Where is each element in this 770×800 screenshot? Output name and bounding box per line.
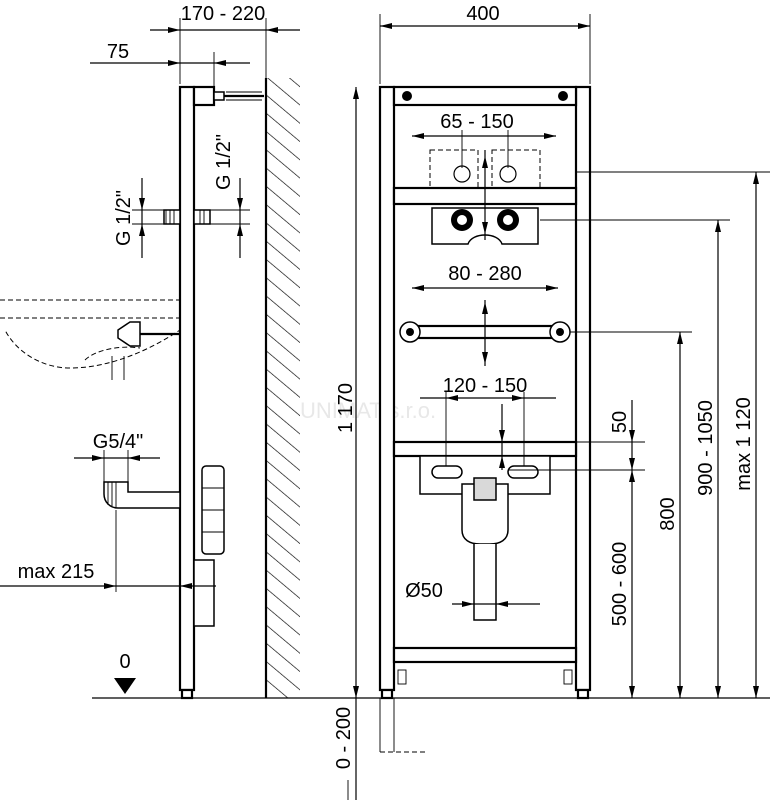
offset-50-label: 50 xyxy=(609,411,631,433)
floor-zero-marker xyxy=(114,678,136,694)
frame-bottom-rail xyxy=(392,646,578,664)
anchor-hole-left xyxy=(402,91,412,101)
bar-spacing-label: 80 - 280 xyxy=(448,263,521,285)
valve-plate-adjust-right xyxy=(491,149,541,189)
frame-right-post xyxy=(574,85,592,692)
front-view: 400 65 - 150 80 - 280 120 - 150 1 170 0 … xyxy=(333,3,770,800)
valve-plate-adjust-left xyxy=(429,149,479,189)
drain-crossbar xyxy=(392,440,578,458)
frame-left-post xyxy=(378,85,396,692)
side-frame-post xyxy=(178,85,196,692)
watermark: UNIMAT s.r.o. xyxy=(300,398,436,423)
drain-height-label: 500 - 600 xyxy=(609,542,631,627)
side-view: 170 - 220 75 G 1/2" G 1/2" G5/4" max 215… xyxy=(0,3,300,700)
thread-a-label: G 1/2" xyxy=(113,190,135,246)
drain-trap xyxy=(103,481,181,509)
floor-range-label: 0 - 200 xyxy=(333,707,355,769)
basin-outline xyxy=(0,299,181,369)
drain-pipe xyxy=(473,544,497,621)
basin-tap xyxy=(117,321,141,347)
side-offset-label: 75 xyxy=(107,41,129,63)
bar-height-label: 800 xyxy=(657,497,679,530)
anchor-hole-right xyxy=(558,91,568,101)
valve-spacing-label: 65 - 150 xyxy=(440,111,513,133)
anchor-nut xyxy=(213,91,225,101)
frame-width-label: 400 xyxy=(466,3,499,25)
drain-thread-label: G5/4" xyxy=(93,431,143,453)
drain-diameter-label: Ø50 xyxy=(405,580,443,602)
frame-height-label: 1 170 xyxy=(335,383,357,433)
max-projection-label: max 215 xyxy=(18,561,95,583)
frame-top-rail xyxy=(392,85,578,107)
side-frame-bracket xyxy=(192,85,216,107)
floor-zero-label: 0 xyxy=(119,651,130,673)
drain-outlet xyxy=(473,477,497,501)
drain-spacing-label: 120 - 150 xyxy=(443,375,528,397)
water-inlet-left xyxy=(163,209,181,225)
thread-b-label: G 1/2" xyxy=(213,134,235,190)
wall-hatch xyxy=(266,78,300,698)
valve-height-label: 900 - 1050 xyxy=(695,400,717,496)
side-foot xyxy=(180,688,194,700)
water-inlet-right xyxy=(193,209,211,225)
drain-pipe-lower xyxy=(193,559,215,627)
side-depth-label: 170 - 220 xyxy=(181,3,266,25)
max-height-label: max 1 120 xyxy=(733,397,755,490)
